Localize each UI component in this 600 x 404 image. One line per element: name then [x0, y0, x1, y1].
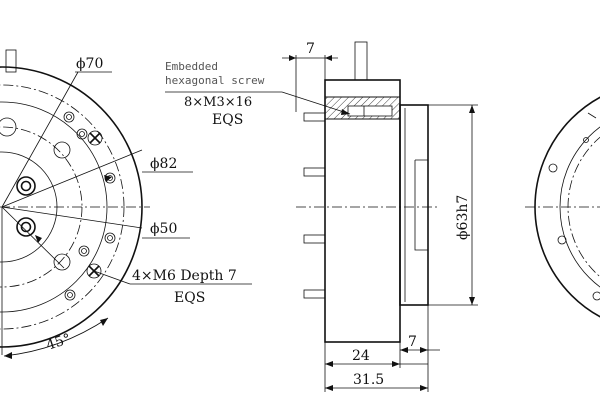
pin-hole-mid	[53, 141, 71, 159]
pin-hole-low	[53, 253, 71, 271]
tapped-hole-upper	[87, 130, 103, 146]
rear-hole	[557, 235, 567, 245]
leader-tap	[93, 270, 131, 285]
arrowhead	[469, 297, 475, 305]
dimension-dia-82: ϕ82	[150, 156, 177, 172]
screw-label-line1: Embedded	[165, 60, 218, 73]
dimension-dia-70: ϕ70	[76, 56, 103, 72]
arrowhead	[100, 318, 108, 326]
side-shaft	[354, 41, 368, 81]
dimension-31-5: 31.5	[353, 372, 384, 388]
pcd-82-circle	[0, 84, 125, 330]
rear-inner-circle	[559, 126, 600, 288]
front-view: ϕ70 ϕ82 ϕ50 45° 4×M6 Depth 7 EQS	[0, 49, 252, 359]
angle-arc-45	[3, 317, 109, 357]
dimension-angle-45: 45°	[44, 331, 73, 354]
arrowhead	[341, 109, 350, 115]
arrowhead	[420, 347, 428, 353]
tap-hole-spec: 4×M6 Depth 7	[132, 268, 237, 284]
arrowhead	[400, 347, 408, 353]
screw-note: EQS	[212, 112, 243, 128]
left-tab	[303, 234, 326, 244]
pin-hole-upper	[0, 117, 17, 137]
arrowhead	[35, 235, 42, 243]
rear-mark	[587, 112, 597, 119]
tap-hole-note: EQS	[174, 290, 205, 306]
leader-70	[1, 71, 79, 208]
bolt-hole-inner	[67, 292, 73, 298]
leader-82	[1, 149, 143, 208]
bolt-hole	[76, 128, 88, 140]
dimension-top-7: 7	[306, 41, 315, 57]
dimension-7: 7	[408, 334, 417, 350]
arrowhead	[325, 55, 332, 61]
bolt-hole	[63, 111, 75, 123]
arrowhead	[420, 385, 428, 391]
leader-45	[1, 206, 65, 269]
dimension-24: 24	[352, 348, 370, 364]
dimension-bore-63h7: ϕ63h7	[455, 195, 471, 240]
right-flange	[399, 104, 429, 306]
left-tab	[303, 289, 326, 299]
dimension-dia-50: ϕ50	[150, 221, 177, 237]
rear-small-hole	[583, 137, 589, 143]
bolt-hole	[64, 289, 76, 301]
screw-pocket	[347, 105, 393, 117]
left-tab	[303, 167, 326, 177]
arrowhead	[325, 385, 333, 391]
rear-hole	[592, 291, 600, 301]
bolt-hole	[104, 232, 116, 244]
shaft-stub	[5, 49, 17, 73]
rear-view	[525, 96, 600, 318]
flange-notch	[414, 159, 428, 251]
leader-screw	[281, 91, 351, 115]
center-bore-upper	[16, 176, 36, 196]
leader-50	[1, 206, 143, 229]
screw-spec: 8×M3×16	[184, 95, 252, 110]
arrowhead	[289, 55, 296, 61]
arrowhead	[104, 175, 112, 182]
screw-label-line2: hexagonal screw	[165, 74, 265, 87]
bolt-hole-inner	[107, 235, 113, 241]
rear-hole	[548, 163, 558, 173]
arrowhead	[392, 361, 400, 367]
center-bore-lower	[16, 217, 36, 237]
bolt-hole	[78, 245, 90, 257]
left-tab	[303, 112, 326, 122]
side-view: 7 Embedded hexagonal screw 8×M3×16 EQS ϕ…	[165, 41, 478, 392]
arrowhead	[4, 352, 12, 359]
bolt-hole-inner	[79, 131, 85, 137]
arrowhead	[469, 105, 475, 113]
bolt-hole-inner	[66, 114, 72, 120]
bolt-hole-inner	[81, 248, 87, 254]
arrowhead	[325, 361, 333, 367]
